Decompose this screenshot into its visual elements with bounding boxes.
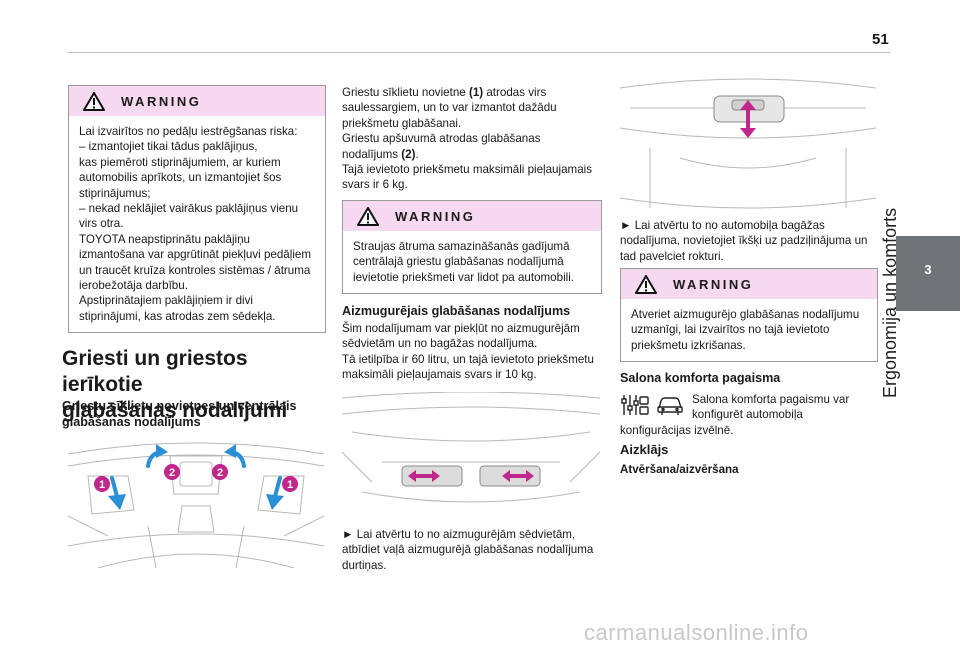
section-title-line: glabāšanas nodalījumi	[62, 399, 288, 422]
warning-label: WARNING	[395, 209, 476, 224]
subsection-title-line: Griestu sīklietu novietnes un centrālais	[62, 399, 297, 413]
sunroof-title: Aizklājs	[620, 442, 669, 457]
warning-line: Lai izvairītos no pedāļu iestrēgšanas ri…	[79, 125, 298, 138]
header-rule	[68, 52, 890, 53]
warning-body: Lai izvairītos no pedāļu iestrēgšanas ri…	[69, 116, 325, 332]
warning-label: WARNING	[121, 94, 202, 109]
rear-storage-description: Šim nodalījumam var piekļūt no aizmugurē…	[342, 322, 594, 382]
warning-triangle-icon	[83, 92, 105, 111]
warning-line: – izmantojiet tikai tādus paklājiņus,	[79, 140, 258, 154]
warning-header: WARNING	[621, 269, 877, 299]
warning-line: automobilis aprīkots, un izmantojiet šos	[79, 171, 282, 185]
ceiling-storage-description: Griestu sīklietu novietne (1) atrodas vi…	[342, 85, 604, 193]
warning-box-deceleration: WARNING Straujas ātruma samazināšanās ga…	[342, 200, 602, 295]
callout-ref: (1)	[468, 86, 484, 99]
warning-line: Apstiprinātajiem paklājiņiem ir divi	[79, 294, 253, 308]
callout-markers: 1 2 2 1	[94, 464, 298, 492]
warning-line: stiprinājumus;	[79, 186, 151, 200]
trunk-access-illustration	[620, 78, 876, 214]
warning-line: virs otra.	[79, 217, 124, 231]
chapter-number: 3	[924, 262, 932, 277]
callout-2-left: 2	[169, 467, 175, 479]
text-span: Griestu sīklietu novietne	[342, 86, 469, 99]
warning-line: kas piemēroti stiprinājumiem, ar kuriem	[79, 155, 281, 169]
trunk-instruction: ► Lai atvērtu to no automobiļa bagāžas n…	[620, 219, 868, 263]
warning-box-falling-items: WARNING Atveriet aizmugurējo glabāšanas …	[620, 268, 878, 363]
rear-seat-instruction: ► Lai atvērtu to no aizmugurējām sēdviet…	[342, 528, 594, 572]
subsection-title: Griestu sīklietu novietnes un centrālais…	[62, 398, 332, 430]
warning-line: ierobežotāja darbību.	[79, 279, 188, 293]
warning-triangle-icon	[635, 275, 657, 294]
warning-header: WARNING	[69, 86, 325, 116]
warning-label: WARNING	[673, 277, 754, 292]
comfort-lighting-text: Salona komforta pagaismu var konfigurēt …	[692, 393, 850, 422]
section-title-line: Griesti un griestos ierīkotie	[62, 347, 248, 396]
warning-line: izmantošana var apgrūtināt piekļuvi pedā…	[79, 248, 312, 262]
ceiling-storage-illustration: 1 2 2 1	[68, 436, 324, 568]
rear-storage-title: Aizmugurējais glabāšanas nodalījums	[342, 304, 571, 318]
warning-line: TOYOTA neapstiprinātu paklājiņu	[79, 232, 250, 246]
page-number: 51	[872, 31, 889, 48]
chapter-tab[interactable]	[896, 236, 960, 311]
callout-2-right: 2	[217, 467, 223, 479]
warning-body: Straujas ātruma samazināšanās gadījumā c…	[353, 240, 575, 284]
chapter-title: Ergonomija un komforts	[880, 207, 900, 398]
comfort-lighting-text-cont: konfigurācijas izvēlnē.	[620, 424, 734, 437]
callout-1-left: 1	[99, 479, 105, 491]
text-span: atrodas virs saulessargiem, un to var iz…	[342, 86, 557, 161]
callout-1-right: 1	[287, 479, 293, 491]
warning-body: Atveriet aizmugurējo glabāšanas nodalīju…	[631, 308, 860, 352]
sunroof-subtitle: Atvēršana/aizvēršana	[620, 463, 739, 476]
warning-line: un traucēt kruīza kontroles sistēmas / ā…	[79, 263, 311, 277]
text-span: . Tajā ievietoto priekšmetu maksimāli pi…	[342, 147, 593, 192]
section-title: Griesti un griestos ierīkotie glabāšanas…	[62, 346, 332, 424]
car-icon	[657, 397, 683, 415]
warning-line: stiprinājumi, kas atrodas zem sēdekļa.	[79, 309, 276, 323]
settings-sliders-icon	[621, 395, 649, 415]
warning-box-floor-mats: WARNING Lai izvairītos no pedāļu iestrēg…	[68, 85, 326, 334]
rear-storage-illustration	[342, 392, 600, 518]
callout-ref: (2)	[401, 147, 416, 161]
warning-header: WARNING	[343, 201, 601, 231]
subsection-title-line: glabāšanas nodalījums	[62, 415, 201, 429]
warning-triangle-icon	[357, 207, 379, 226]
comfort-lighting-title: Salona komforta pagaisma	[620, 371, 781, 385]
warning-line: – nekad neklājiet vairākus paklājiņus vi…	[79, 202, 299, 216]
watermark: carmanualsonline.info	[584, 620, 809, 645]
